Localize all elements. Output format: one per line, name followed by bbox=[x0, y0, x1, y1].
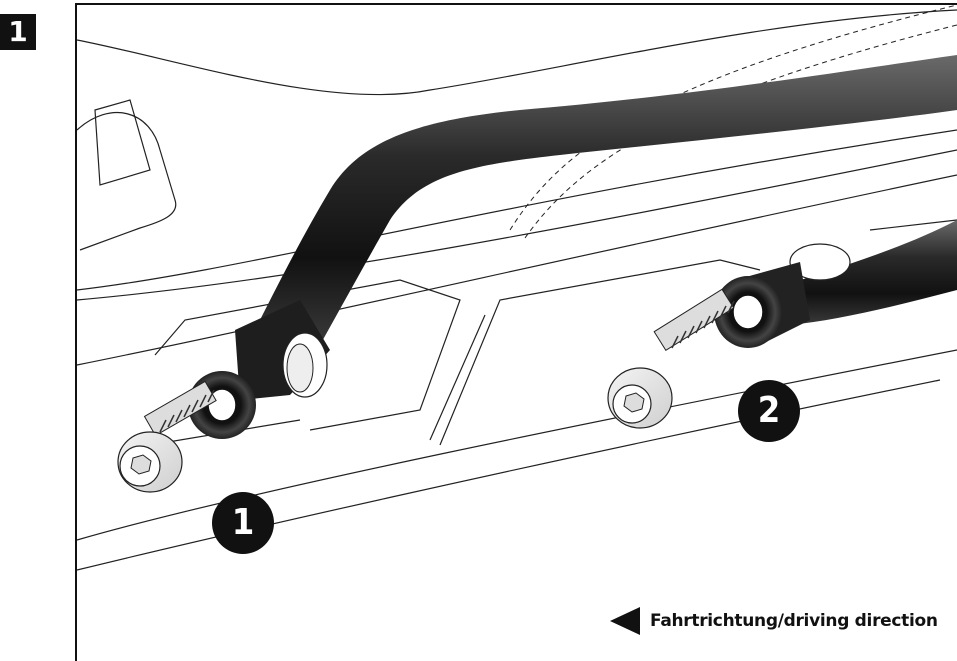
step-number-badge: 1 bbox=[0, 14, 36, 50]
left-arrow-icon bbox=[610, 607, 640, 635]
frame-left-border bbox=[75, 3, 77, 661]
tube-1 bbox=[188, 55, 957, 439]
callout-1: 1 bbox=[212, 492, 274, 554]
frame-top-border bbox=[75, 3, 957, 5]
bolt-1 bbox=[117, 380, 217, 493]
callout-2: 2 bbox=[738, 380, 800, 442]
tube-2 bbox=[714, 220, 957, 348]
driving-direction-indicator: Fahrtrichtung/driving direction bbox=[610, 606, 938, 636]
bolt-2 bbox=[607, 288, 735, 429]
driving-direction-label: Fahrtrichtung/driving direction bbox=[650, 611, 938, 631]
